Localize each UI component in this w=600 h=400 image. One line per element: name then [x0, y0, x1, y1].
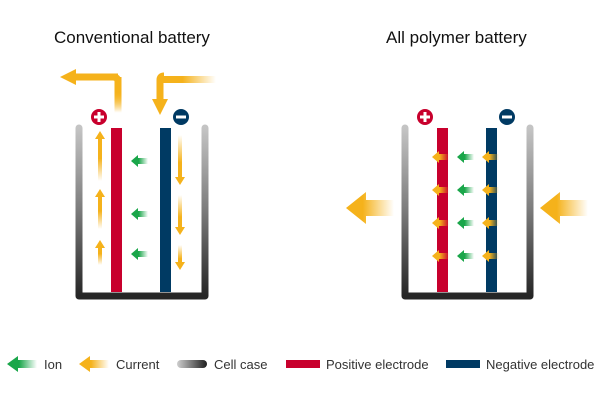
gray-gradient-bar-icon — [177, 360, 207, 368]
legend-item-cell-case: Cell case — [176, 352, 267, 376]
current-arrow — [482, 250, 499, 262]
current-arrow-down — [175, 195, 185, 235]
legend: Ion Current Cell case Positive electrode… — [0, 352, 600, 376]
cell-case — [401, 124, 534, 300]
legend-label: Negative electrode — [486, 356, 595, 372]
current-arrow — [482, 184, 499, 196]
current-arrow-down — [175, 135, 185, 185]
conventional-battery-title: Conventional battery — [54, 28, 210, 47]
all-polymer-battery-title: All polymer battery — [386, 28, 527, 47]
current-arrow-up — [95, 189, 105, 229]
legend-label: Current — [116, 356, 160, 372]
orange-arrow-left-icon — [79, 356, 109, 372]
green-arrow-left-icon — [7, 356, 37, 372]
current-arrow — [482, 151, 499, 163]
positive-electrode — [111, 128, 122, 292]
legend-item-current: Current — [78, 352, 159, 376]
current-arrow-up — [95, 240, 105, 265]
cell-case — [75, 124, 209, 300]
red-bar-icon — [286, 360, 320, 368]
current-in-arrow — [152, 72, 216, 115]
ion-arrow — [457, 184, 474, 196]
legend-item-negative-electrode: Negative electrode — [446, 352, 594, 376]
ion-arrow — [457, 151, 474, 163]
legend-item-ion: Ion — [6, 352, 62, 376]
current-out-big-arrow — [346, 192, 394, 224]
ion-arrow — [131, 248, 148, 260]
negative-electrode — [486, 128, 497, 292]
positive-terminal-icon — [91, 109, 107, 125]
ion-arrow — [131, 155, 148, 167]
conventional-battery — [60, 69, 216, 300]
current-arrow — [432, 250, 449, 262]
all-polymer-battery — [346, 109, 588, 300]
current-out-arrow — [60, 69, 122, 113]
current-arrow — [432, 184, 449, 196]
negative-terminal-icon — [173, 109, 189, 125]
current-in-big-arrow — [540, 192, 588, 224]
current-arrow-down — [175, 245, 185, 270]
negative-electrode — [160, 128, 171, 292]
ion-arrow — [457, 217, 474, 229]
legend-item-positive-electrode: Positive electrode — [286, 352, 429, 376]
ion-arrow — [457, 250, 474, 262]
ion-arrow — [131, 208, 148, 220]
legend-label: Ion — [44, 356, 63, 372]
legend-label: Cell case — [214, 356, 268, 372]
current-arrow — [432, 151, 449, 163]
current-arrow-up — [95, 131, 105, 181]
legend-label: Positive electrode — [326, 356, 429, 372]
current-arrow — [482, 217, 499, 229]
current-arrow — [432, 217, 449, 229]
positive-electrode — [437, 128, 448, 292]
positive-terminal-icon — [417, 109, 433, 125]
negative-terminal-icon — [499, 109, 515, 125]
navy-bar-icon — [446, 360, 480, 368]
